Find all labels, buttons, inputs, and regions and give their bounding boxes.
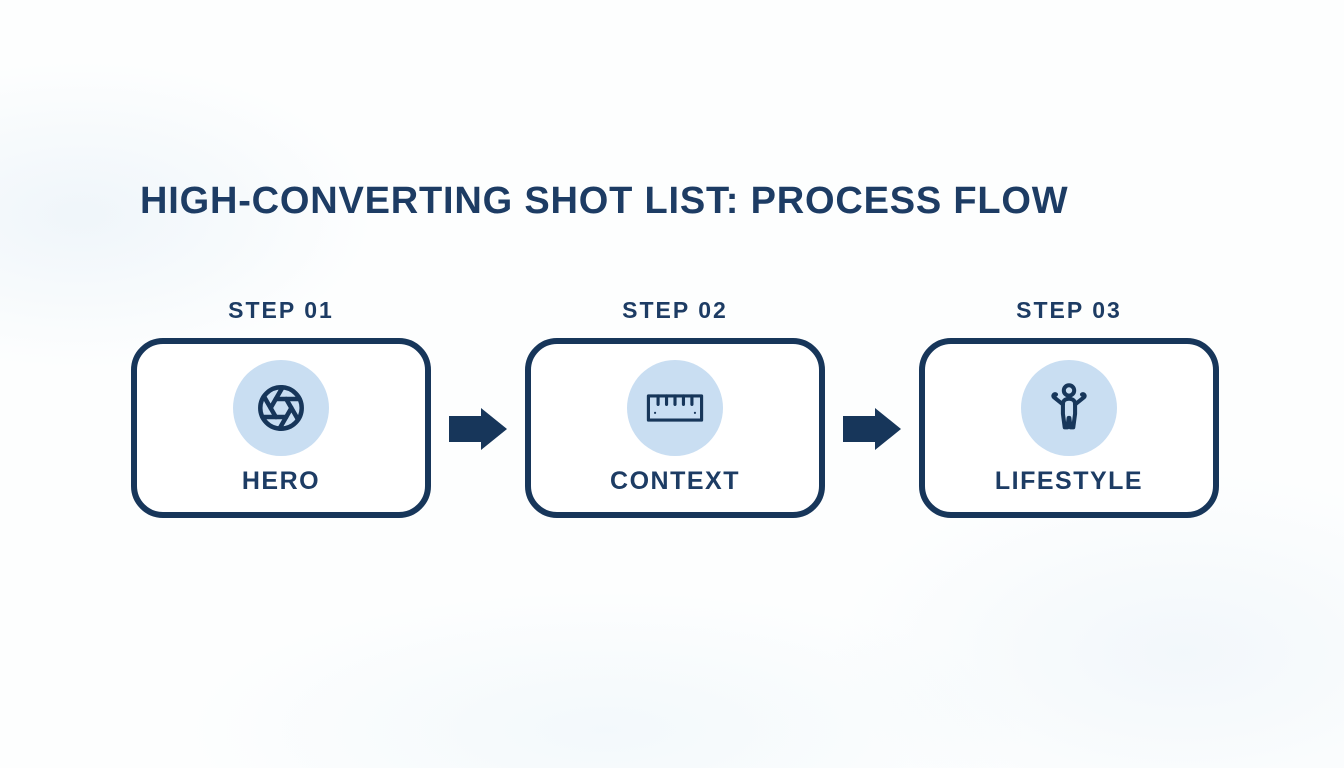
person-arms-raised-icon: [1042, 381, 1096, 435]
ruler-icon: [646, 393, 704, 423]
step-3-icon-circle: [1021, 360, 1117, 456]
right-arrow-icon: [449, 296, 507, 451]
connector-1: [431, 296, 525, 451]
step-column-2: STEP 02: [525, 296, 825, 518]
step-column-1: STEP 01 HERO: [131, 296, 431, 518]
step-2-title: CONTEXT: [610, 467, 740, 495]
right-arrow-icon: [843, 296, 901, 451]
step-1-title: HERO: [241, 467, 321, 495]
step-3-box: LIFESTYLE: [919, 338, 1219, 518]
process-flow-row: STEP 01 HERO: [131, 296, 1219, 518]
step-1-label: STEP 01: [228, 297, 334, 323]
step-2-label: STEP 02: [622, 297, 728, 323]
step-1-icon-circle: [233, 360, 329, 456]
step-3-label: STEP 03: [1016, 297, 1122, 323]
aperture-icon: [254, 381, 308, 435]
step-2-box: CONTEXT: [525, 338, 825, 518]
page-title: HIGH-CONVERTING SHOT LIST: PROCESS FLOW: [140, 180, 1069, 222]
connector-2: [825, 296, 919, 451]
step-1-box: HERO: [131, 338, 431, 518]
step-column-3: STEP 03 LIFESTYLE: [919, 296, 1219, 518]
step-2-icon-circle: [627, 360, 723, 456]
step-3-title: LIFESTYLE: [994, 467, 1144, 495]
